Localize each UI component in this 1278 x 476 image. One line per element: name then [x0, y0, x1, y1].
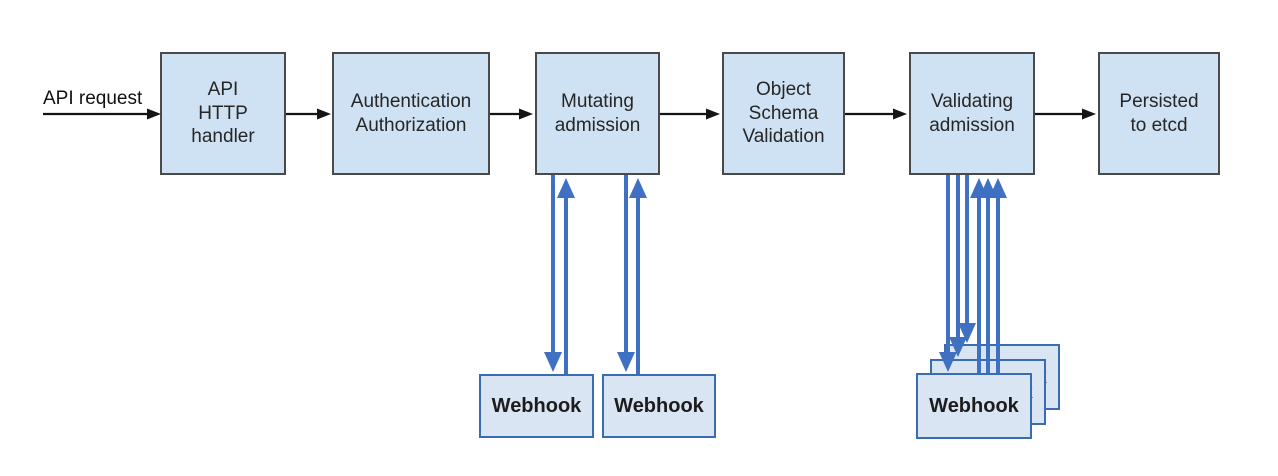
flow-arrow-mutating-to-schema	[660, 108, 720, 120]
webhook-call-arrow-validating-1	[939, 175, 957, 372]
arrowhead-icon	[893, 108, 907, 120]
webhook-box-mutating-2-label: Webhook	[614, 394, 704, 417]
webhook-call-arrow-validating-2	[949, 175, 967, 357]
arrowhead-icon	[970, 178, 988, 198]
node-persisted-to-etcd-label: Persisted to etcd	[1119, 90, 1199, 136]
node-persisted-to-etcd: Persisted to etcd	[1098, 52, 1220, 175]
arrowhead-icon	[617, 352, 635, 372]
webhook-box-validating-front-label: Webhook	[929, 394, 1019, 417]
node-mutating-admission: Mutating admission	[535, 52, 660, 175]
webhook-box-validating-front: Webhook	[916, 373, 1032, 439]
arrowhead-icon	[557, 178, 575, 198]
node-api-http-handler-label: API HTTP handler	[191, 78, 255, 148]
flow-arrow-auth-to-mutating	[490, 108, 533, 120]
webhook-box-mutating-2: Webhook	[602, 374, 716, 438]
arrowhead-icon	[317, 108, 331, 120]
node-mutating-admission-label: Mutating admission	[554, 90, 641, 136]
webhook-call-arrow-mutating-2	[617, 175, 635, 372]
webhook-call-arrow-validating-3	[958, 175, 976, 343]
arrowhead-icon	[989, 178, 1007, 198]
webhook-response-arrow-mutating-1	[557, 178, 575, 374]
flow-arrow-validating-to-etcd	[1035, 108, 1096, 120]
webhook-box-mutating-1: Webhook	[479, 374, 594, 438]
arrowhead-icon	[544, 352, 562, 372]
node-authentication-authorization: Authentication Authorization	[332, 52, 490, 175]
node-authentication-authorization-label: Authentication Authorization	[350, 90, 472, 136]
arrowhead-icon	[979, 178, 997, 198]
arrowhead-icon	[147, 108, 161, 120]
node-object-schema-validation: Object Schema Validation	[722, 52, 845, 175]
arrowhead-icon	[958, 323, 976, 343]
arrowhead-icon	[519, 108, 533, 120]
node-validating-admission-label: Validating admission	[929, 90, 1015, 136]
arrowhead-icon	[706, 108, 720, 120]
flow-arrow-api-request	[43, 108, 161, 120]
webhook-box-mutating-1-label: Webhook	[491, 394, 582, 417]
api-request-label: API request	[43, 88, 143, 109]
flow-arrow-handler-to-auth	[286, 108, 331, 120]
flow-arrow-schema-to-validating	[845, 108, 907, 120]
node-validating-admission: Validating admission	[909, 52, 1035, 175]
webhook-response-arrow-mutating-2	[629, 178, 647, 374]
node-api-http-handler: API HTTP handler	[160, 52, 286, 175]
arrowhead-icon	[629, 178, 647, 198]
arrowhead-icon	[1082, 108, 1096, 120]
webhook-call-arrow-mutating-1	[544, 175, 562, 372]
node-object-schema-validation-label: Object Schema Validation	[742, 78, 825, 148]
